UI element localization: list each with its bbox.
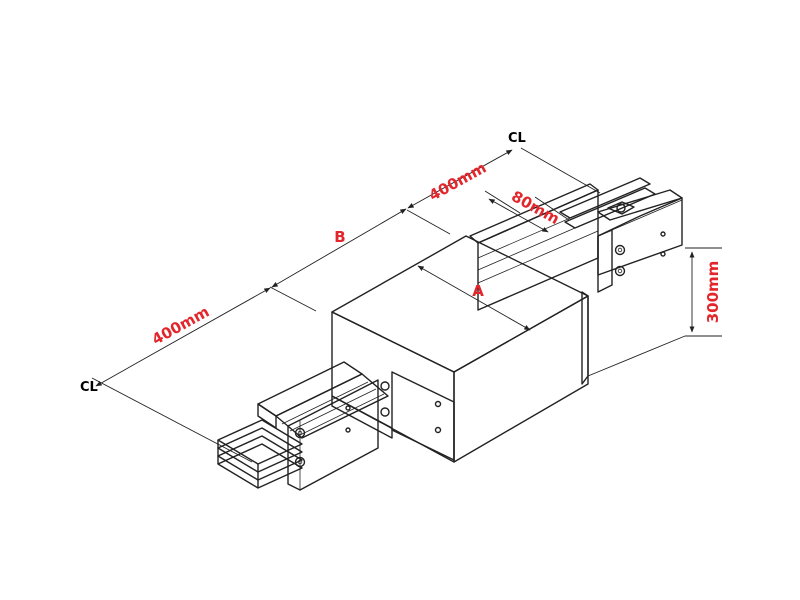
dimension-b: B [334, 228, 345, 246]
right-busway-section [469, 177, 683, 311]
centerline-left-label: CL [80, 380, 98, 395]
tapoff-box [331, 235, 686, 463]
dimension-80mm: 80mm [508, 187, 562, 228]
joint-bolts-right [614, 231, 666, 277]
left-busway-section [217, 361, 389, 491]
busbar-stack [217, 419, 303, 489]
dimension-a: A [472, 282, 484, 300]
dimension-400mm-top: 400mm [426, 159, 489, 205]
bolt-icon [607, 201, 635, 215]
dimension-300mm-height: 300mm [704, 261, 722, 324]
centerline-top-label: CL [508, 131, 526, 146]
dimension-lines [91, 147, 722, 463]
joint-bolts-left [294, 405, 351, 468]
